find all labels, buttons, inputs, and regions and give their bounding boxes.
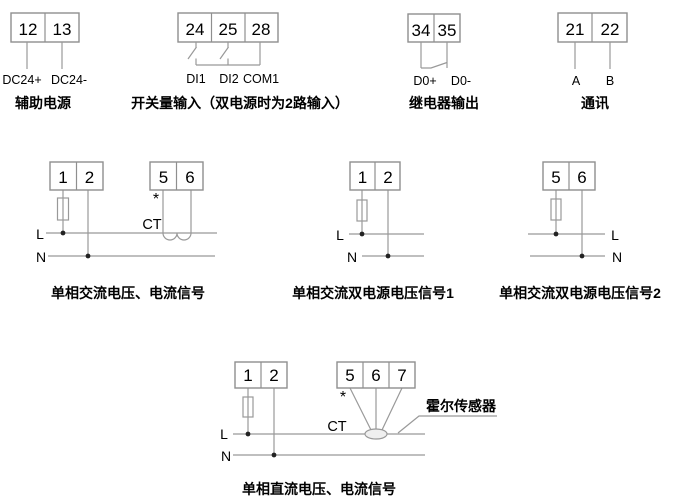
diagram-ac-single: 1 2 5 6 * CT L N 单相交流电压、电流信号 (36, 161, 217, 301)
terminal-box (336, 361, 416, 389)
line-n-label: N (347, 249, 357, 265)
ct-label: CT (142, 217, 161, 233)
diagram-ac-dual-2: 5 6 L N 单相交流双电源电压信号2 (499, 161, 661, 301)
line-n-label: N (221, 448, 231, 464)
hall-sensor-label: 霍尔传感器 (426, 398, 497, 414)
pin-label: DI1 (186, 72, 206, 86)
terminal-number: 24 (186, 20, 205, 39)
leader-line (397, 415, 497, 434)
pin-label: A (572, 74, 581, 88)
wire (381, 387, 403, 431)
pin-label: B (606, 74, 614, 88)
group-communication: 21 22 A B 通讯 (557, 12, 628, 111)
pin-label: D0+ (413, 74, 436, 88)
switch-contact-icon (187, 46, 197, 60)
group-digital-input: 24 25 28 DI1 DI2 COM1 开关量输入（双电源时为2路输入） (131, 12, 349, 111)
ct-coil-icon (162, 232, 192, 241)
fuse-icon (550, 198, 562, 221)
terminal-number: 28 (252, 20, 271, 39)
terminal-number: 25 (219, 20, 238, 39)
line-n-label: N (612, 249, 622, 265)
line-l-label: L (336, 227, 344, 243)
terminal-number: 6 (577, 168, 586, 187)
terminal-number: 6 (185, 168, 194, 187)
junction-dot (85, 253, 91, 259)
junction-dot (385, 253, 391, 259)
terminal-number: 2 (85, 168, 94, 187)
group-caption: 开关量输入（双电源时为2路输入） (131, 95, 349, 111)
group-auxiliary-power: 12 13 DC24+ DC24- 辅助电源 (2, 12, 87, 111)
terminal-number: 1 (58, 168, 67, 187)
terminal-number: 6 (371, 366, 380, 385)
junction-dot (245, 431, 251, 437)
terminal-number: 5 (345, 366, 354, 385)
junction-dot (553, 231, 559, 237)
diagram-caption: 单相交流双电源电压信号1 (292, 285, 454, 301)
diagram-dc-single: 1 2 5 6 7 * CT L N 霍尔传感器 单相直流电压、电流信号 (220, 361, 497, 497)
junction-dot (271, 452, 277, 458)
terminal-number: 22 (601, 20, 620, 39)
line-l-label: L (220, 426, 228, 442)
hall-sensor-icon (364, 428, 388, 440)
pin-label: COM1 (243, 72, 279, 86)
fuse-icon (56, 197, 70, 221)
diagram-ac-dual-1: 1 2 L N 单相交流双电源电压信号1 (292, 161, 454, 301)
junction-dot (359, 231, 365, 237)
terminal-number: 7 (397, 366, 406, 385)
line-l-label: L (611, 227, 619, 243)
diagram-caption: 单相交流双电源电压信号2 (499, 285, 661, 301)
fuse-icon (356, 199, 368, 222)
terminal-number: 12 (19, 20, 38, 39)
relay-contact-icon (421, 61, 448, 69)
pin-label: DI2 (219, 72, 239, 86)
ct-label: CT (327, 419, 346, 435)
terminal-number: 34 (412, 21, 431, 40)
terminal-number: 35 (438, 21, 457, 40)
pin-label: D0- (451, 74, 471, 88)
terminal-number: 5 (159, 168, 168, 187)
line-n-label: N (36, 249, 46, 265)
polarity-star-mark: * (153, 191, 159, 208)
diagram-caption: 单相直流电压、电流信号 (242, 481, 396, 497)
switch-contact-icon (219, 46, 229, 60)
terminal-number: 1 (243, 366, 252, 385)
terminal-number: 1 (358, 168, 367, 187)
wire (349, 387, 372, 431)
line-l-label: L (36, 226, 44, 242)
polarity-star-mark: * (340, 389, 346, 406)
terminal-number: 2 (269, 366, 278, 385)
pin-label: DC24- (51, 73, 87, 87)
terminal-number: 2 (383, 168, 392, 187)
group-caption: 继电器输出 (409, 95, 479, 111)
pin-label: DC24+ (2, 73, 41, 87)
terminal-box (177, 12, 279, 43)
diagram-caption: 单相交流电压、电流信号 (51, 285, 205, 301)
junction-dot (579, 253, 585, 259)
group-caption: 辅助电源 (15, 95, 71, 111)
group-caption: 通讯 (581, 95, 609, 111)
group-relay-output: 34 35 D0+ D0- 继电器输出 (407, 13, 479, 111)
terminal-number: 5 (551, 168, 560, 187)
junction-dot (60, 230, 66, 236)
terminal-number: 13 (53, 20, 72, 39)
terminal-number: 21 (566, 20, 585, 39)
fuse-icon (242, 396, 254, 418)
